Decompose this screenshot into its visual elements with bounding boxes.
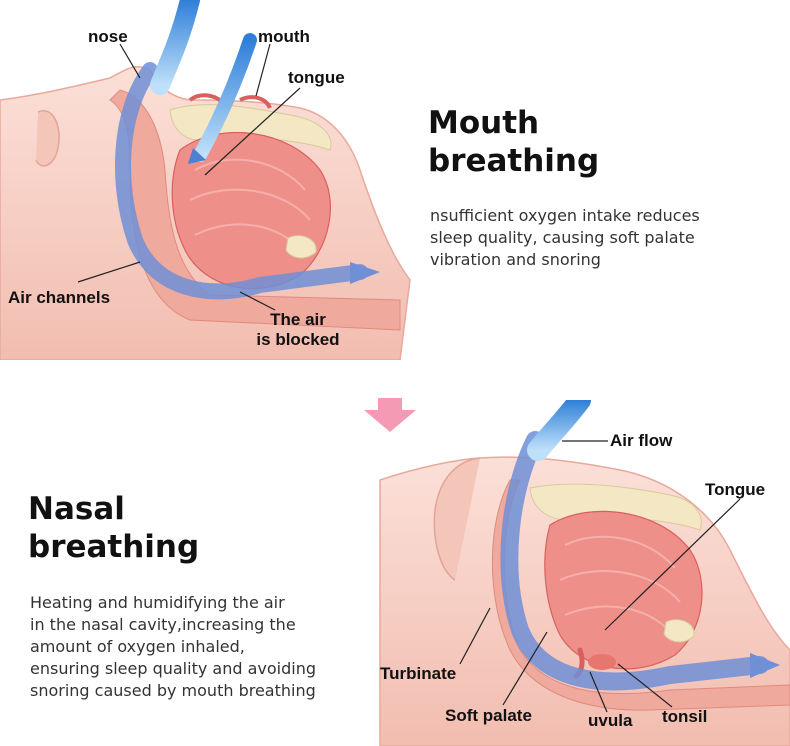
nasal-breathing-description: Heating and humidifying the air in the n… [30, 592, 316, 702]
label-soft-palate: Soft palate [445, 706, 532, 726]
mouth-breathing-title-line1: Mouth [428, 104, 599, 142]
nasal-breathing-title: Nasal breathing [28, 490, 199, 566]
ear-shape [36, 111, 59, 166]
tonsil-shape [588, 654, 616, 670]
label-tonsil: tonsil [662, 707, 707, 727]
label-air-flow: Air flow [610, 431, 672, 451]
mouth-desc-line: sleep quality, causing soft palate [430, 227, 700, 249]
label-uvula: uvula [588, 711, 632, 731]
mouth-breathing-title: Mouth breathing [428, 104, 599, 180]
label-air-channels: Air channels [8, 288, 110, 308]
nasal-breathing-title-line2: breathing [28, 528, 199, 566]
label-air-blocked: The air is blocked [248, 310, 348, 350]
label-turbinate: Turbinate [380, 664, 456, 684]
nasal-desc-line: Heating and humidifying the air [30, 592, 316, 614]
label-air-blocked-line1: The air [248, 310, 348, 330]
mouth-desc-line: vibration and snoring [430, 249, 700, 271]
mouth-breathing-title-line2: breathing [428, 142, 599, 180]
label-tongue: tongue [288, 68, 345, 88]
label-mouth: mouth [258, 27, 310, 47]
nasal-breathing-illustration [370, 400, 790, 746]
nasal-desc-line: ensuring sleep quality and avoiding [30, 658, 316, 680]
air-flow-stream [538, 400, 580, 450]
nose-air-stream [160, 0, 190, 85]
label-tongue-bottom: Tongue [705, 480, 765, 500]
label-nose: nose [88, 27, 128, 47]
mouth-desc-line: nsufficient oxygen intake reduces [430, 205, 700, 227]
mouth-breathing-description: nsufficient oxygen intake reduces sleep … [430, 205, 700, 271]
nasal-desc-line: in the nasal cavity,increasing the [30, 614, 316, 636]
label-air-blocked-line2: is blocked [248, 330, 348, 350]
nasal-desc-line: amount of oxygen inhaled, [30, 636, 316, 658]
nasal-desc-line: snoring caused by mouth breathing [30, 680, 316, 702]
transition-arrow-icon [364, 398, 416, 432]
nasal-breathing-title-line1: Nasal [28, 490, 199, 528]
